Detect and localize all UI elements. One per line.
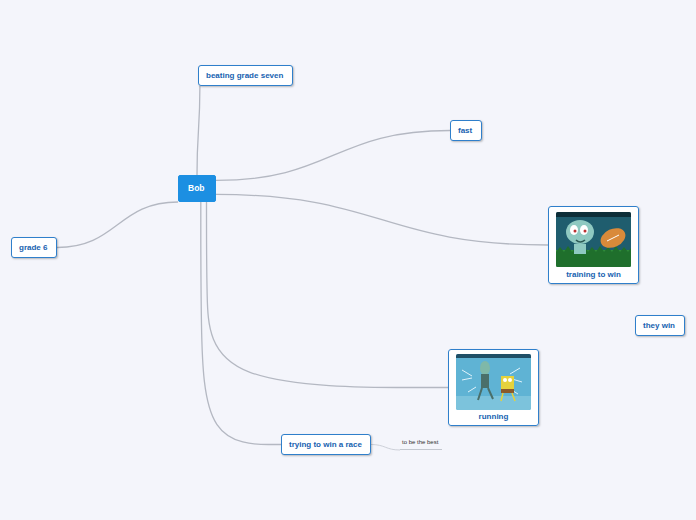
topic-label: grade 6 — [19, 243, 49, 252]
topic-label: running — [449, 412, 538, 421]
topic-box: trying to win a race — [281, 434, 371, 455]
central-topic: Bob — [178, 175, 216, 202]
topic-box: fast — [450, 120, 482, 141]
branch-line — [216, 194, 548, 245]
squidward-picture — [556, 212, 631, 267]
topic-box: they win — [635, 315, 685, 336]
topic-box: beating grade seven — [198, 65, 293, 86]
running-picture — [456, 354, 531, 410]
image-topic: training to win — [548, 206, 639, 284]
branch-line — [371, 445, 400, 451]
branch-line — [57, 202, 178, 248]
branch-line — [216, 131, 450, 181]
topic-label: they win — [643, 321, 677, 330]
branch-line — [207, 202, 449, 388]
branch-line — [201, 202, 281, 445]
topic-label: fast — [458, 126, 474, 135]
topic-label: beating grade seven — [206, 71, 285, 80]
subtopic-text: to be the best — [400, 439, 442, 450]
topic-label: training to win — [549, 270, 638, 279]
topic-label: trying to win a race — [289, 440, 363, 449]
topic-label: Bob — [188, 184, 206, 193]
image-topic: running — [448, 349, 539, 426]
image-card — [448, 349, 539, 426]
image-card — [548, 206, 639, 284]
branch-line — [197, 86, 200, 175]
topic-box: grade 6 — [11, 237, 57, 258]
topic-label: to be the best — [402, 439, 440, 446]
